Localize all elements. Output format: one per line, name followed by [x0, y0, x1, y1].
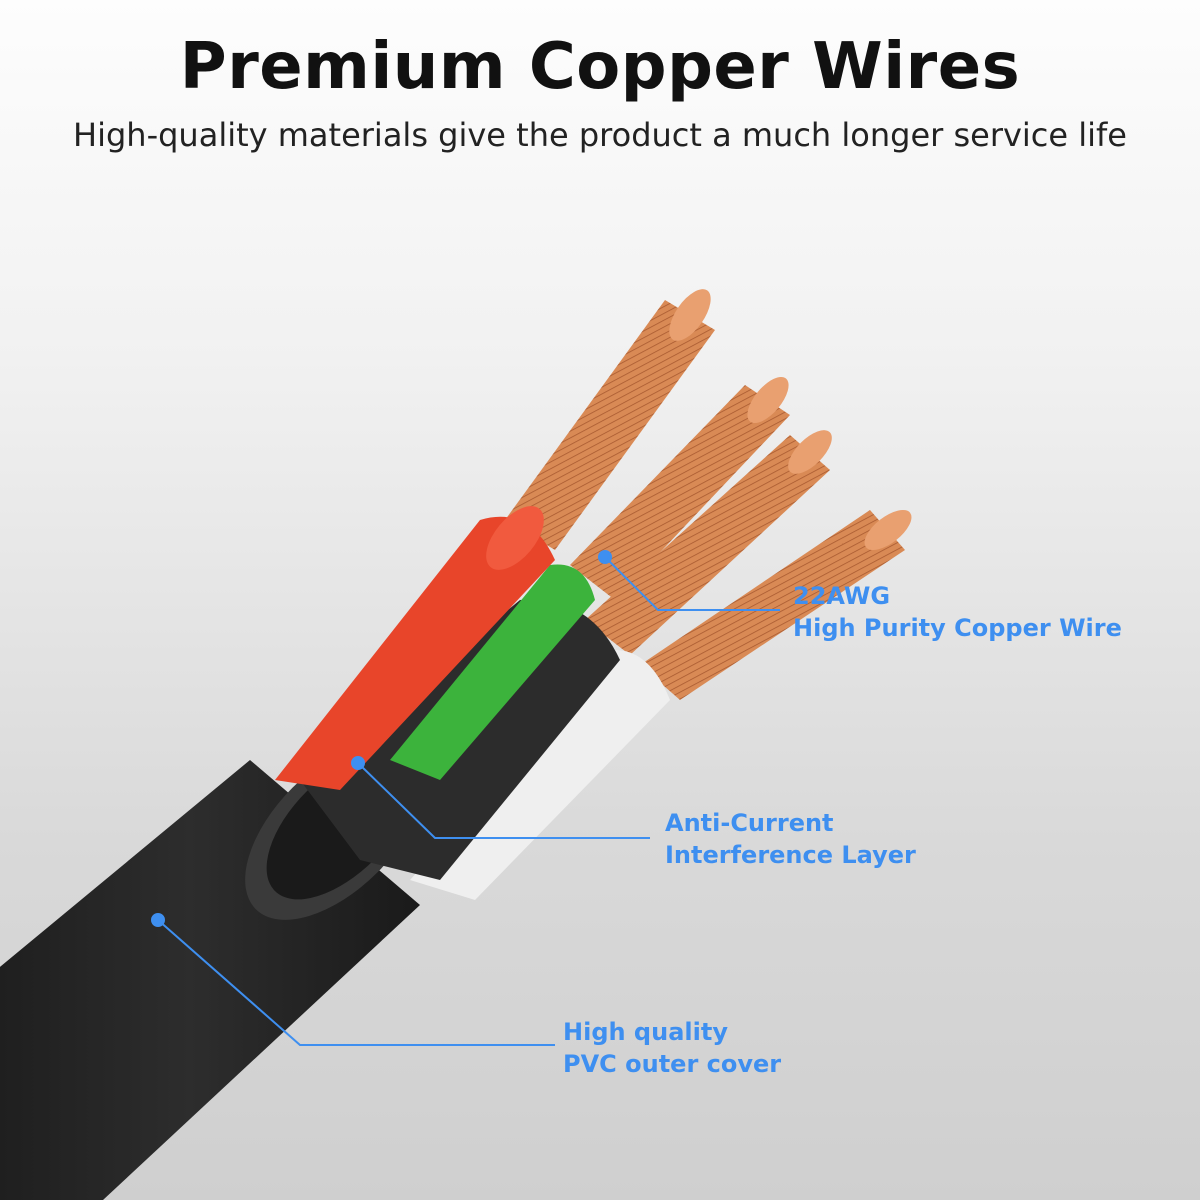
callout-copper-wire-line1: 22AWG — [793, 582, 891, 610]
callout-leaders — [151, 550, 780, 1046]
callout-interference-layer-line1: Anti-Current — [665, 809, 834, 837]
page-title: Premium Copper Wires — [179, 30, 1021, 104]
callout-copper-wire-line2: High Purity Copper Wire — [793, 614, 1122, 642]
copper-strands — [505, 289, 912, 700]
callout-pvc-cover: High quality PVC outer cover — [563, 1016, 781, 1080]
callout-interference-layer: Anti-Current Interference Layer — [665, 807, 916, 871]
callout-pvc-cover-line2: PVC outer cover — [563, 1050, 782, 1078]
callout-interference-layer-line2: Interference Layer — [665, 841, 916, 869]
callout-pvc-cover-line1: High quality — [563, 1018, 728, 1046]
green-insulated-wire — [390, 564, 595, 780]
page-subtitle: High-quality materials give the product … — [73, 116, 1127, 154]
red-insulated-wire — [275, 516, 555, 790]
callout-copper-wire: 22AWG High Purity Copper Wire — [793, 580, 1122, 644]
